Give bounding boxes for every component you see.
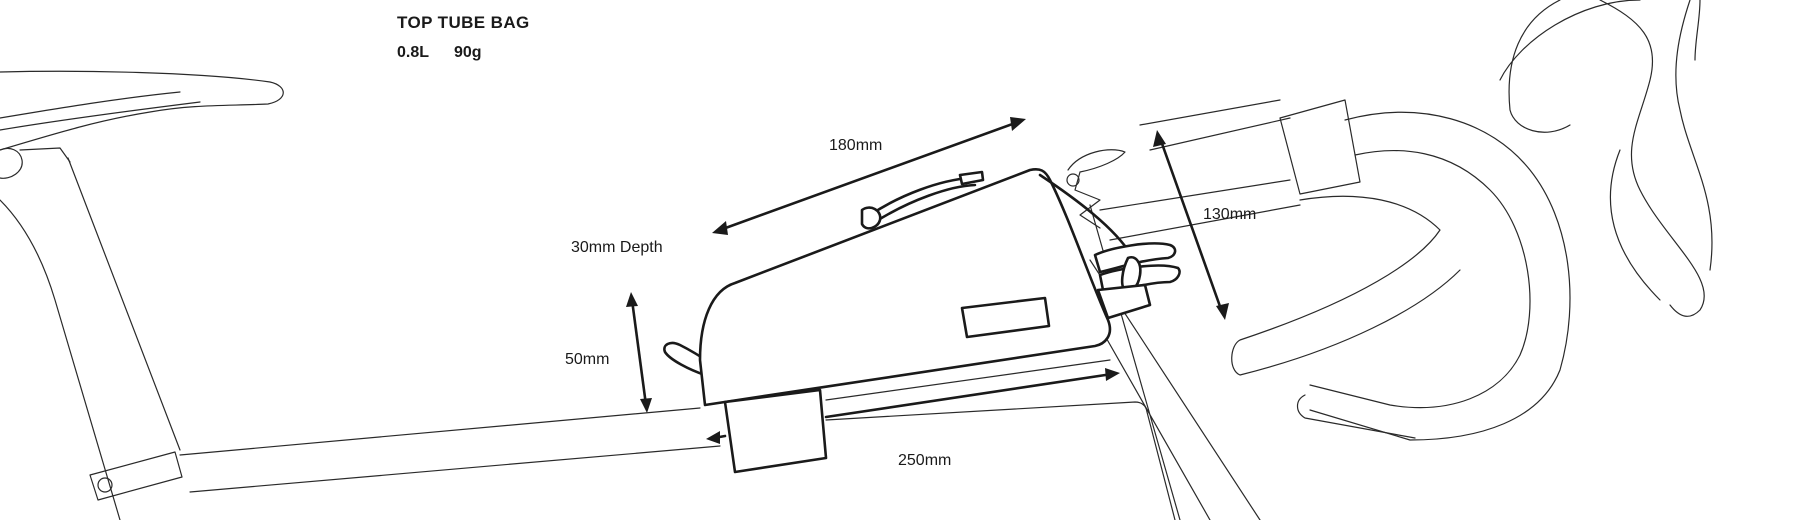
seat-clamp-bolt bbox=[97, 477, 113, 493]
arrow-length bbox=[718, 120, 1020, 232]
product-volume: 0.8L bbox=[397, 44, 429, 61]
label-strap-length: 250mm bbox=[898, 452, 951, 469]
product-weight: 90g bbox=[454, 44, 482, 61]
arrow-front-height bbox=[1158, 136, 1224, 314]
bag-tail-tab bbox=[663, 341, 714, 377]
bar-clamp bbox=[1279, 99, 1361, 195]
handlebar-drop bbox=[1309, 111, 1571, 441]
arrow-strap-span-right bbox=[824, 372, 1114, 419]
saddle bbox=[0, 70, 284, 151]
label-height: 50mm bbox=[565, 351, 609, 368]
saddle-rail bbox=[0, 91, 201, 131]
front-straps bbox=[1093, 242, 1181, 320]
zipper-pull bbox=[860, 170, 985, 230]
top-tube-front bbox=[825, 359, 1111, 401]
top-tube-underside bbox=[189, 445, 721, 493]
seat-clamp bbox=[89, 451, 183, 501]
label-front-height: 130mm bbox=[1203, 206, 1256, 223]
handlebar-end-lower bbox=[1296, 394, 1416, 439]
top-tube-top bbox=[179, 407, 701, 456]
bag-strap bbox=[723, 388, 828, 474]
stem bbox=[1099, 99, 1301, 241]
down-tube-panel bbox=[825, 401, 1176, 521]
headset-bolt bbox=[1066, 173, 1080, 187]
bag-body bbox=[698, 168, 1112, 407]
brake-lever bbox=[1499, 0, 1705, 317]
saddle-clamp bbox=[0, 147, 71, 179]
bag-label bbox=[960, 296, 1051, 339]
arrow-height bbox=[630, 298, 648, 407]
shifter-paddle bbox=[1675, 0, 1713, 271]
headset-top bbox=[1067, 149, 1126, 229]
label-depth: 30mm Depth bbox=[571, 239, 663, 256]
seat-tube bbox=[0, 157, 181, 521]
dimension-arrows bbox=[626, 117, 1229, 444]
handlebar-top-curve bbox=[1231, 195, 1461, 376]
label-length: 180mm bbox=[829, 137, 882, 154]
product-title: TOP TUBE BAG bbox=[397, 13, 530, 32]
top-tube-bag bbox=[663, 168, 1181, 474]
